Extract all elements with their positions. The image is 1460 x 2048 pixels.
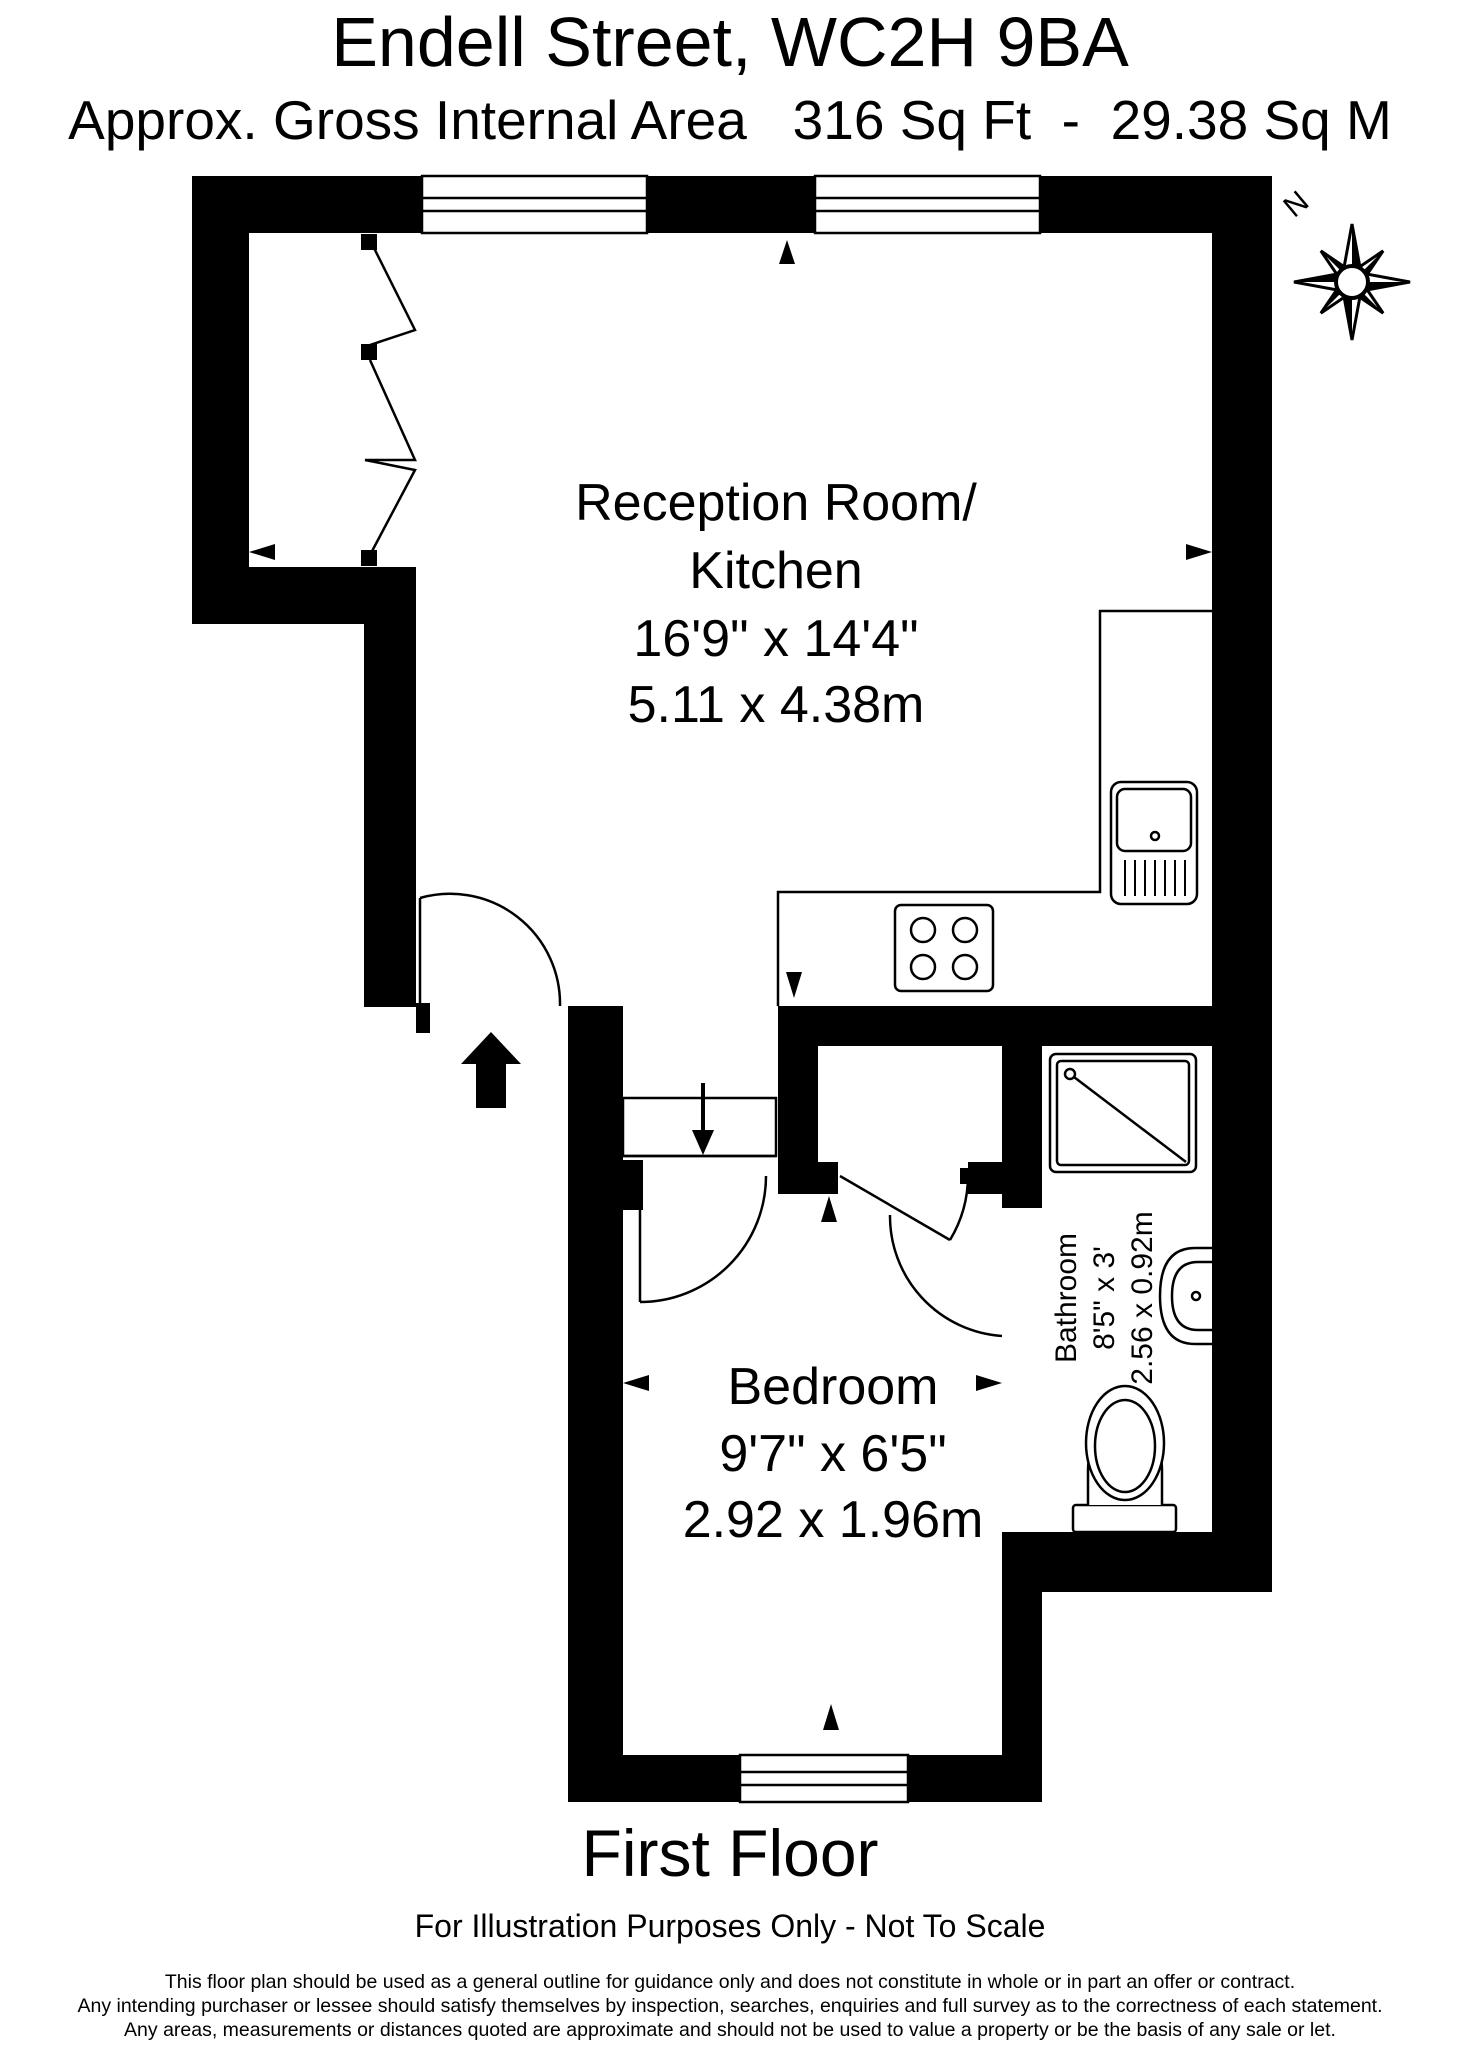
bathroom-metric: 2.56 x 0.92m <box>1126 1211 1159 1384</box>
kitchen-worktop <box>776 609 1212 1006</box>
bedroom-label: Bedroom 9'7" x 6'5" 2.92 x 1.96m <box>683 1358 984 1549</box>
plan-title: Endell Street, WC2H 9BA <box>331 3 1129 81</box>
gross-internal-area: Approx. Gross Internal Area 316 Sq Ft - … <box>68 89 1392 151</box>
reception-room-name-cont: Kitchen <box>689 542 862 600</box>
entrance-arrow-icon <box>461 1032 521 1108</box>
door-hinges <box>361 234 976 1186</box>
reception-room-label: Reception Room/ Kitchen 16'9" x 14'4" 5.… <box>575 474 977 734</box>
reception-room-metric: 5.11 x 4.38m <box>628 676 925 734</box>
disclaimer-line: This floor plan should be used as a gene… <box>164 1971 1296 1993</box>
walls <box>192 176 1272 1802</box>
disclaimer-line: Any areas, measurements or distances quo… <box>124 2019 1336 2041</box>
shower-tray-icon <box>1048 1052 1198 1174</box>
bedroom-name: Bedroom <box>728 1358 939 1416</box>
bathroom-imperial: 8'5" x 3' <box>1088 1246 1121 1350</box>
hob-icon <box>893 903 995 993</box>
windows <box>420 174 1042 1804</box>
bathroom-label: Bathroom 8'5" x 3' 2.56 x 0.92m <box>1050 1211 1159 1384</box>
washbasin-icon <box>1158 1246 1212 1346</box>
measurement-markers <box>249 240 1212 1730</box>
bedroom-imperial: 9'7" x 6'5" <box>719 1425 946 1483</box>
bedroom-metric: 2.92 x 1.96m <box>683 1491 984 1549</box>
reception-room-imperial: 16'9" x 14'4" <box>633 610 918 668</box>
reception-room-name: Reception Room/ <box>575 474 977 532</box>
bathroom-name: Bathroom <box>1050 1233 1083 1363</box>
sink-icon <box>1109 780 1199 906</box>
compass-rose-icon <box>1293 223 1411 341</box>
scale-note: For Illustration Purposes Only - Not To … <box>414 1908 1046 1944</box>
toilet-icon <box>1071 1384 1178 1534</box>
disclaimer-line: Any intending purchaser or lessee should… <box>77 1995 1383 2017</box>
compass-north-label: N <box>1277 185 1315 224</box>
doors <box>364 239 1003 1338</box>
floor-name: First Floor <box>581 1816 879 1890</box>
